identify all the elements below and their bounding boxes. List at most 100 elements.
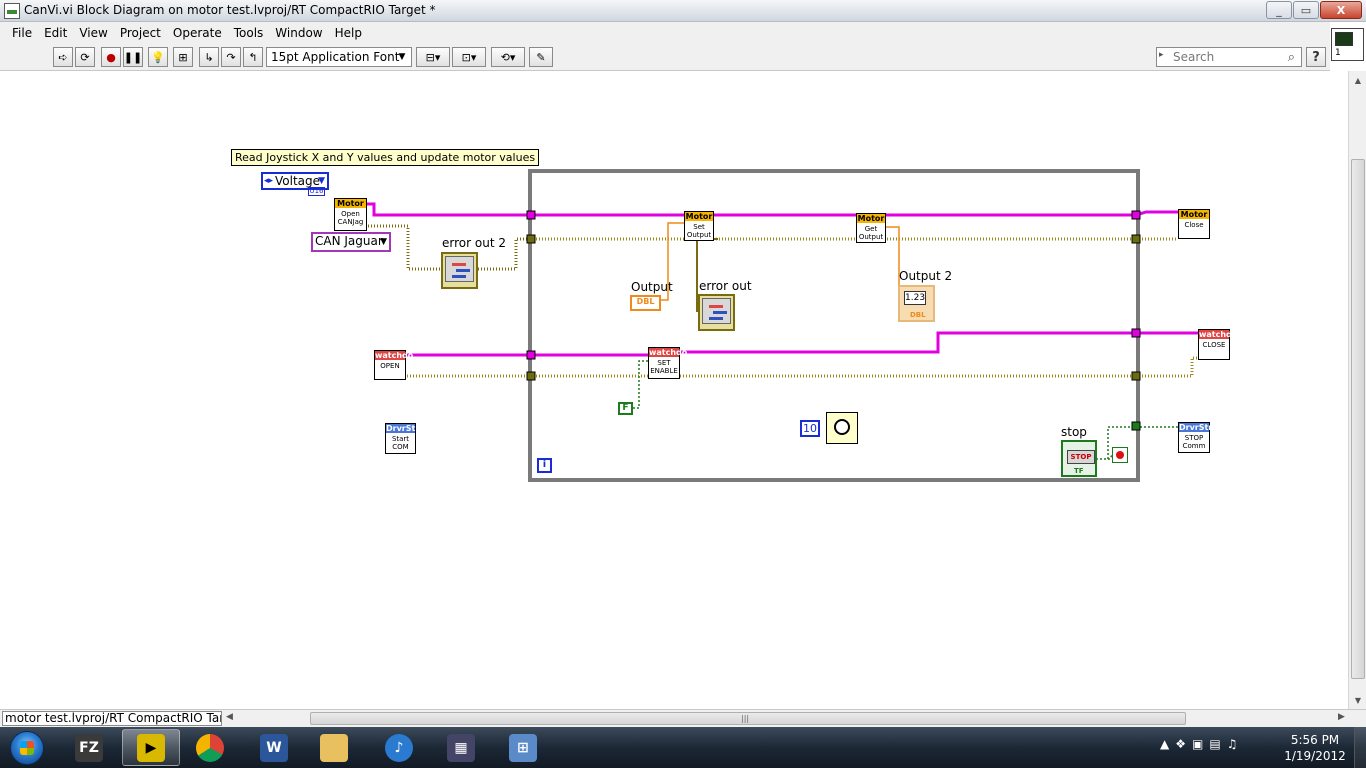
run-arrow-icon[interactable]: ➪ <box>53 47 73 67</box>
watchdog-close-node[interactable]: watchdo CLOSE <box>1198 329 1237 360</box>
vi-icon[interactable]: 1 <box>1331 28 1364 61</box>
watchdog-set-enable-node[interactable]: watchdo SET ENABLE <box>648 347 688 379</box>
show-hidden-icons-icon[interactable]: ▲ <box>1160 737 1170 751</box>
close-button[interactable]: X <box>1320 1 1362 19</box>
dropbox-icon[interactable]: ❖ <box>1175 737 1186 751</box>
step-over-icon[interactable]: ↷ <box>221 47 241 67</box>
watchdog-error-wire <box>404 356 1198 378</box>
system-tray: ▲ ❖ ▣ ▤ ♫ <box>1160 737 1237 751</box>
step-into-icon[interactable]: ↳ <box>199 47 219 67</box>
iteration-terminal[interactable]: i <box>537 458 552 473</box>
show-desktop-button[interactable] <box>1354 727 1366 768</box>
motor-get-output-node[interactable]: Motor Get Output <box>856 213 886 243</box>
wait-ms-node[interactable] <box>826 412 858 444</box>
drvrstn-stop-comm-node[interactable]: DrvrStn STOP Comm <box>1178 422 1214 453</box>
chevron-down-icon: ▼ <box>398 52 406 62</box>
vertical-scrollbar[interactable]: ▲ ▼ <box>1348 71 1366 709</box>
taskbar-itunes[interactable]: ♪ <box>370 729 428 766</box>
menu-file[interactable]: File <box>12 25 33 40</box>
step-out-icon[interactable]: ↰ <box>243 47 263 67</box>
minimize-button[interactable]: _ <box>1266 1 1292 19</box>
taskbar-control-app[interactable]: ⊞ <box>494 729 552 766</box>
error-out-2-indicator[interactable] <box>441 252 478 289</box>
device-icon[interactable]: ▣ <box>1192 737 1204 751</box>
stop-label: stop <box>1061 425 1087 439</box>
highlight-execution-icon[interactable]: 💡 <box>148 47 168 67</box>
output-2-indicator[interactable]: 1.23 DBL <box>898 285 935 322</box>
project-path[interactable]: motor test.lvproj/RT CompactRIO Target <box>2 711 222 726</box>
voltage-ring-constant[interactable]: ◂▸ Voltage ▼ <box>261 172 329 190</box>
output-control[interactable]: DBL <box>630 295 661 311</box>
tunnel-watchdog-in <box>526 350 536 360</box>
taskbar-monitor-app[interactable]: ▦ <box>432 729 490 766</box>
menu-edit[interactable]: Edit <box>44 25 68 40</box>
menu-view[interactable]: View <box>79 25 108 40</box>
motor-get-body: Get Output <box>858 225 884 241</box>
maximize-button[interactable]: ▭ <box>1293 1 1319 19</box>
font-select-value: 15pt Application Font <box>271 50 400 64</box>
abort-icon[interactable]: ● <box>101 47 121 67</box>
taskbar-word[interactable]: W <box>245 729 303 766</box>
scroll-down-icon[interactable]: ▼ <box>1354 695 1362 705</box>
font-select[interactable]: 15pt Application Font ▼ <box>266 47 412 67</box>
taskbar-labview[interactable]: ▶ <box>122 729 180 766</box>
reorder-icon[interactable]: ⟲▾ <box>491 47 525 67</box>
search-handle-icon: ▸ <box>1159 50 1164 60</box>
motor-open-body: Open CANJag <box>337 210 364 226</box>
status-bar: motor test.lvproj/RT CompactRIO Target ◀… <box>0 709 1366 727</box>
motor-set-output-node[interactable]: Motor Set Output <box>684 211 714 241</box>
retain-wire-values-icon[interactable]: ⊞ <box>173 47 193 67</box>
watchdog-set-header: watchdo <box>649 348 688 357</box>
distribute-objects-icon[interactable]: ⊡▾ <box>452 47 486 67</box>
menu-project[interactable]: Project <box>119 25 161 40</box>
motor-close-header: Motor <box>1179 210 1209 219</box>
tunnel-watchdog-out <box>1131 328 1141 338</box>
loop-condition-terminal[interactable] <box>1112 447 1128 463</box>
pause-icon[interactable]: ❚❚ <box>123 47 143 67</box>
tunnel-stop-out <box>1131 421 1141 431</box>
motor-close-node[interactable]: Motor Close <box>1178 209 1210 239</box>
scroll-up-icon[interactable]: ▲ <box>1354 75 1362 85</box>
clock[interactable]: 5:56 PM 1/19/2012 <box>1280 732 1350 764</box>
taskbar-explorer[interactable] <box>305 729 363 766</box>
menu-help[interactable]: Help <box>334 25 362 40</box>
stop-tf-tag: TF <box>1074 467 1084 475</box>
chevron-down-icon: ▼ <box>380 237 387 247</box>
taskbar-chrome[interactable] <box>181 729 239 766</box>
diagram-comment[interactable]: Read Joystick X and Y values and update … <box>231 149 540 166</box>
menu-operate[interactable]: Operate <box>172 25 222 40</box>
align-objects-icon[interactable]: ⊟▾ <box>416 47 450 67</box>
network-icon[interactable]: ▤ <box>1209 737 1221 751</box>
while-loop-border <box>528 169 1140 482</box>
tunnel-motor-in <box>526 210 536 220</box>
scroll-right-icon[interactable]: ▶ <box>1338 712 1345 722</box>
dbl-wire-1 <box>660 222 684 301</box>
drvrstn-start-com-node[interactable]: DrvrStn Start COM <box>385 423 421 454</box>
watchdog-open-header: watchdo <box>375 351 414 360</box>
context-help-button[interactable]: ? <box>1306 47 1326 67</box>
error-out-indicator[interactable] <box>698 294 735 331</box>
watchdog-open-node[interactable]: watchdo OPEN <box>374 350 414 380</box>
start-button[interactable] <box>2 728 52 768</box>
search-input[interactable]: ▸ Search ⌕ <box>1156 47 1302 67</box>
output-2-label: Output 2 <box>899 269 953 283</box>
can-jaguar-ring-constant[interactable]: CAN Jaguar ▼ <box>311 232 391 252</box>
menu-tools[interactable]: Tools <box>233 25 264 40</box>
run-continuously-icon[interactable]: ⟳ <box>75 47 95 67</box>
motor-open-canjag-node[interactable]: Motor Open CANJag <box>334 198 367 231</box>
false-constant[interactable]: F <box>618 402 633 415</box>
taskbar-filezilla[interactable]: FZ <box>60 729 118 766</box>
scroll-left-icon[interactable]: ◀ <box>226 712 233 722</box>
horizontal-scroll-thumb[interactable]: ||| <box>310 712 1186 725</box>
grip-icon: ||| <box>741 714 750 723</box>
clock-icon <box>834 419 850 435</box>
cleanup-diagram-icon[interactable]: ✎ <box>529 47 553 67</box>
volume-icon[interactable]: ♫ <box>1226 737 1238 751</box>
wait-ms-constant[interactable]: 10 <box>800 420 820 437</box>
stop-button-control[interactable]: STOP TF <box>1061 440 1097 477</box>
menu-window[interactable]: Window <box>275 25 323 40</box>
block-diagram-canvas[interactable]: Read Joystick X and Y values and update … <box>0 71 1348 709</box>
vertical-scroll-thumb[interactable] <box>1351 159 1365 679</box>
output-2-dbl-tag: DBL <box>910 311 926 319</box>
labview-icon: ▶ <box>137 733 165 762</box>
